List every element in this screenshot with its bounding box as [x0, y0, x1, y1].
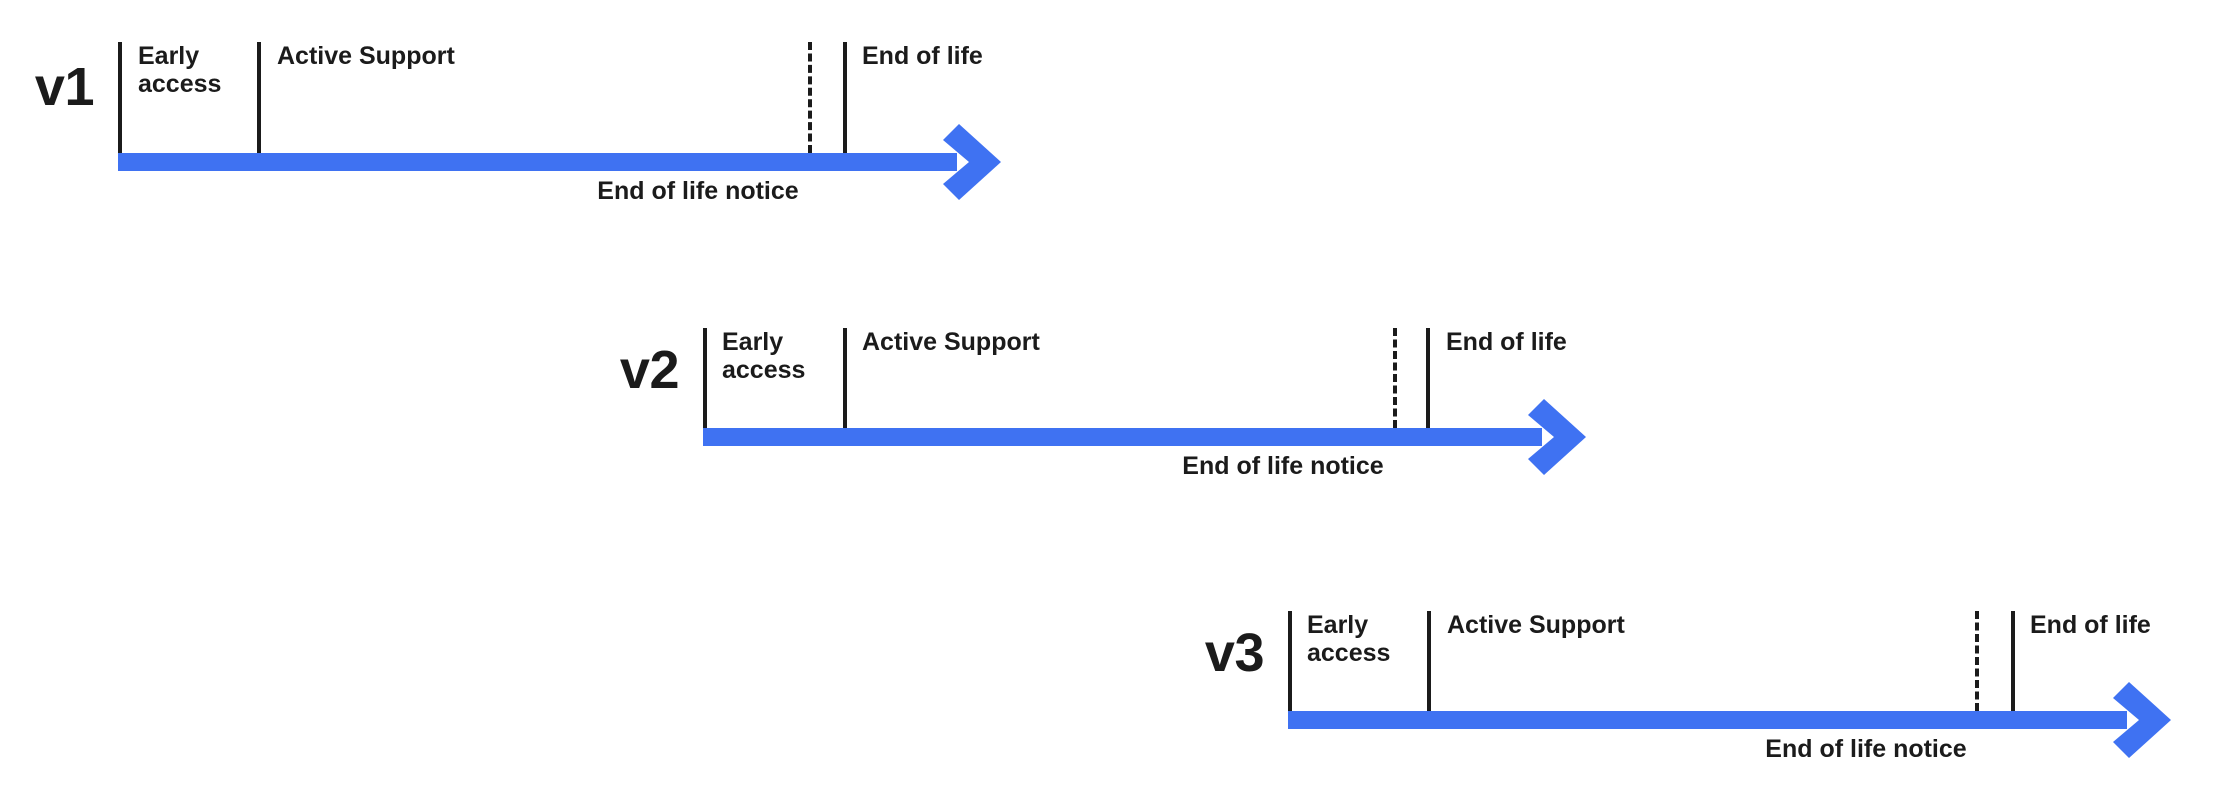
phase-label-active-support: Active Support	[1447, 611, 1625, 639]
timeline-bar	[118, 153, 957, 171]
phase-label-active-support: Active Support	[277, 42, 455, 70]
divider-end-of-life	[2011, 611, 2015, 711]
divider-active-support	[843, 328, 847, 428]
divider-start	[703, 328, 707, 428]
eol-notice-label: End of life notice	[1182, 452, 1384, 480]
eol-notice-label: End of life notice	[1765, 735, 1967, 763]
divider-eol-notice-dashed	[808, 42, 812, 153]
version-label-v2: v2	[619, 340, 680, 400]
divider-eol-notice-dashed	[1975, 611, 1979, 711]
timeline-arrow-head-icon	[2113, 682, 2171, 758]
phase-label-end-of-life: End of life	[2030, 611, 2151, 639]
phase-label-early-access: Early access	[722, 328, 806, 385]
phase-label-early-access: Early access	[138, 42, 222, 99]
eol-notice-label: End of life notice	[597, 177, 799, 205]
divider-eol-notice-dashed	[1393, 328, 1397, 428]
phase-label-end-of-life: End of life	[862, 42, 983, 70]
divider-active-support	[1427, 611, 1431, 711]
timeline-bar	[703, 428, 1542, 446]
divider-end-of-life	[1426, 328, 1430, 428]
version-label-v1: v1	[34, 57, 95, 117]
phase-label-end-of-life: End of life	[1446, 328, 1567, 356]
timeline-bar	[1288, 711, 2127, 729]
phase-label-early-access: Early access	[1307, 611, 1391, 668]
divider-active-support	[257, 42, 261, 153]
divider-start	[118, 42, 122, 153]
divider-end-of-life	[843, 42, 847, 153]
divider-start	[1288, 611, 1292, 711]
phase-label-active-support: Active Support	[862, 328, 1040, 356]
version-label-v3: v3	[1204, 623, 1265, 683]
timeline-arrow-head-icon	[943, 124, 1001, 200]
timeline-arrow-head-icon	[1528, 399, 1586, 475]
